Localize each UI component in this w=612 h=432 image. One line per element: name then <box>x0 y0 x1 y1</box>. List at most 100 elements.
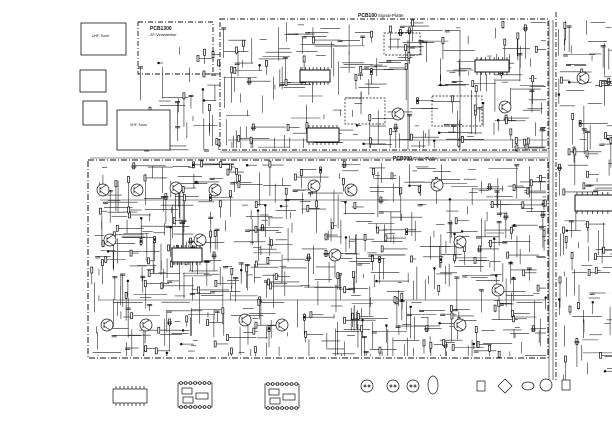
resistor <box>429 341 433 349</box>
uhf-tuner-label: UHF-Tuner <box>92 34 110 38</box>
junction <box>509 261 512 264</box>
pin <box>202 405 207 409</box>
resistor <box>604 132 607 139</box>
pin <box>193 405 197 409</box>
resistor <box>90 266 94 274</box>
resistor <box>233 67 237 74</box>
regulator-pinout <box>476 380 486 392</box>
junction <box>603 369 607 373</box>
transistor <box>453 318 467 332</box>
resistor <box>521 201 525 209</box>
resistor <box>357 312 360 320</box>
pin <box>193 381 197 385</box>
junction <box>344 236 348 239</box>
block <box>181 387 193 395</box>
resistor <box>213 230 217 237</box>
resistor <box>99 207 102 215</box>
transistor-emitter <box>278 325 286 331</box>
resistor <box>564 355 567 363</box>
transistor <box>576 71 590 85</box>
resistor <box>160 282 164 290</box>
resistor <box>505 117 508 125</box>
resistor <box>336 272 340 279</box>
resistor <box>229 190 232 197</box>
pin <box>202 381 207 385</box>
pin <box>289 406 294 410</box>
resistor <box>399 187 403 195</box>
resistor <box>182 194 186 202</box>
junction <box>432 139 436 142</box>
resistor <box>497 299 501 307</box>
integrated-circuit <box>299 69 331 83</box>
junction <box>416 99 419 102</box>
resistor <box>490 201 494 208</box>
resistor <box>599 80 602 87</box>
junction <box>439 258 443 261</box>
resistor <box>269 282 272 290</box>
resistor <box>270 239 273 246</box>
pin <box>198 405 202 409</box>
pin <box>367 384 371 388</box>
resistor <box>284 79 288 86</box>
pin <box>179 381 183 385</box>
resistor <box>343 286 347 294</box>
resistor <box>441 37 445 44</box>
transistor-collector <box>142 319 150 325</box>
transistor-collector <box>331 249 339 255</box>
transistor-collector <box>579 72 587 78</box>
transistor <box>391 107 405 121</box>
resistor <box>129 249 133 257</box>
pin <box>270 382 275 386</box>
transistor <box>169 181 183 195</box>
junction <box>106 250 110 253</box>
resistor <box>202 70 206 78</box>
resistor <box>512 184 516 192</box>
transistor <box>491 283 505 297</box>
resistor <box>286 124 290 131</box>
resistor <box>302 55 306 63</box>
transistor-emitter <box>579 78 587 84</box>
resistor <box>370 30 373 38</box>
resistor <box>215 138 219 145</box>
resistor <box>526 137 530 145</box>
resistor <box>226 334 229 341</box>
resistor <box>127 206 130 214</box>
resistor <box>422 339 426 347</box>
resistor <box>101 240 105 248</box>
resistor <box>560 76 563 84</box>
pin <box>413 384 417 388</box>
resistor <box>230 267 234 275</box>
junction <box>209 196 212 199</box>
transistor-collector <box>394 108 402 114</box>
resistor <box>437 284 441 292</box>
resistor <box>389 25 392 33</box>
pin <box>179 405 183 409</box>
resistor <box>352 271 355 278</box>
resistor <box>242 39 245 47</box>
junction <box>400 299 404 302</box>
resistor <box>115 224 119 232</box>
ic-block-diagram <box>177 382 213 408</box>
pin <box>183 381 188 385</box>
resistor <box>568 305 572 313</box>
transistor-emitter <box>331 255 339 261</box>
resistor <box>304 330 308 338</box>
resistor <box>312 36 315 44</box>
transistor-pinout <box>406 379 420 393</box>
transistor-emitter <box>106 240 114 246</box>
pcb100-outline <box>219 18 549 151</box>
transistor-emitter <box>501 107 509 113</box>
transistor <box>103 233 117 247</box>
resistor <box>531 75 534 83</box>
resistor <box>404 63 408 70</box>
resistor <box>309 311 313 319</box>
ic-block-diagram <box>264 383 300 409</box>
transistor-collector <box>103 319 111 325</box>
block <box>268 388 280 396</box>
transistor <box>208 183 222 197</box>
junction <box>409 305 412 309</box>
resistor <box>599 351 602 359</box>
resistor <box>404 44 408 52</box>
resistor <box>372 168 375 175</box>
pin <box>275 406 280 410</box>
